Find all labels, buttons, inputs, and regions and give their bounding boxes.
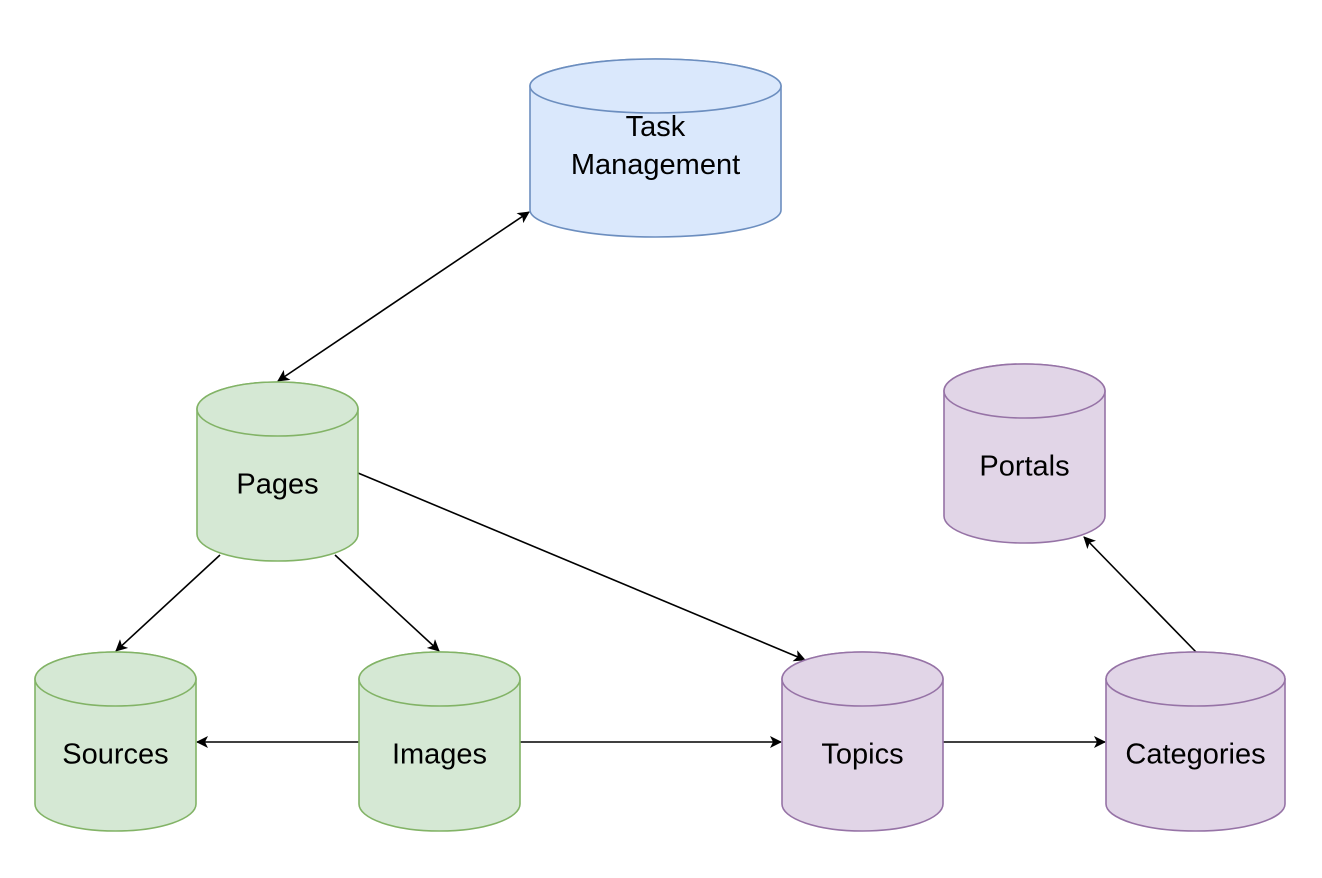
edge-categories-to-portals [1083,536,1197,653]
edge-pages-to-task-management [277,211,530,382]
node-label: Categories [1125,739,1265,771]
cylinder-top [781,651,944,707]
node-categories[interactable]: Categories [1105,651,1286,832]
edge-pages-to-topics [357,472,806,662]
cylinder-top [358,651,521,707]
node-label: Management [571,149,740,181]
node-label: Portals [979,451,1069,483]
node-pages[interactable]: Pages [196,381,359,562]
node-label: Pages [236,469,318,501]
node-topics[interactable]: Topics [781,651,944,832]
node-label: Images [392,739,487,771]
edges [115,211,1197,748]
cylinder-top [196,381,359,437]
node-label: Task [626,111,686,143]
node-sources[interactable]: Sources [34,651,197,832]
node-portals[interactable]: Portals [943,363,1106,544]
node-label: Topics [821,739,903,771]
cylinder-top [943,363,1106,419]
cylinder-top [1105,651,1286,707]
edge-pages-to-images [334,554,440,652]
node-images[interactable]: Images [358,651,521,832]
node-label: Sources [62,739,168,771]
cylinder-top [34,651,197,707]
edge-pages-to-sources [115,554,221,652]
cylinder-top [529,58,782,114]
